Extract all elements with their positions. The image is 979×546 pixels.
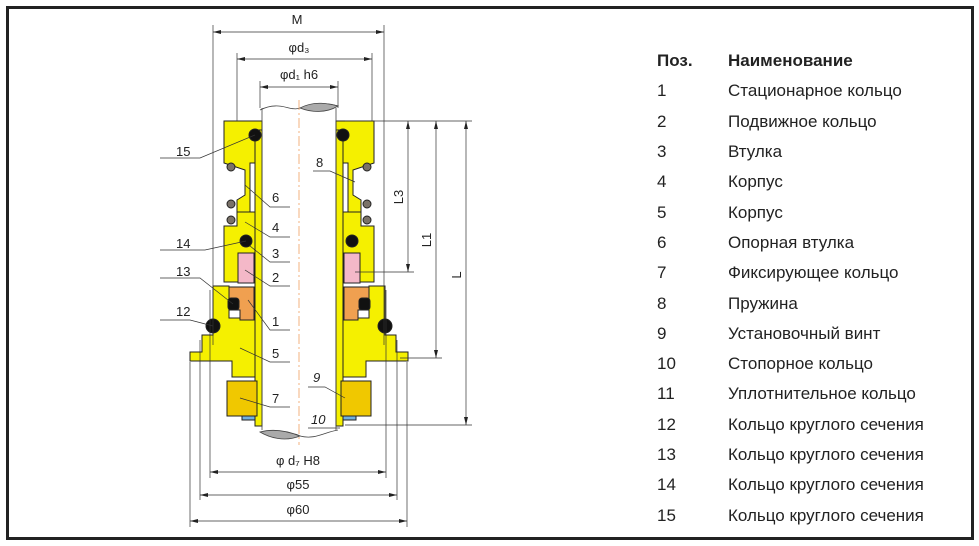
row-name: Корпус xyxy=(728,172,783,192)
row-name: Опорная втулка xyxy=(728,232,855,252)
table-row: 13 Кольцо круглого сечения xyxy=(657,440,924,470)
row-name: Установочный винт xyxy=(728,323,881,343)
row-pos: 5 xyxy=(657,202,667,222)
callout-9: 9 xyxy=(313,370,320,385)
table-row: 2 Подвижное кольцо xyxy=(657,107,924,137)
table-row: 9 Установочный винт xyxy=(657,319,924,349)
row-name: Кольцо круглого сечения xyxy=(728,475,924,495)
table-row: 11 Уплотнительное кольцо xyxy=(657,379,924,409)
row-name: Кольцо круглого сечения xyxy=(728,505,924,525)
table-body: 1 Стационарное кольцо 2 Подвижное кольцо 3 Вт… xyxy=(657,76,924,530)
row-name: Фиксирующее кольцо xyxy=(728,263,899,283)
callout-8: 8 xyxy=(316,155,323,170)
table-header: Поз. Наименование xyxy=(657,46,924,76)
table-row: 3 Втулка xyxy=(657,137,924,167)
callout-13: 13 xyxy=(176,264,190,279)
callout-2: 2 xyxy=(272,270,279,285)
row-pos: 13 xyxy=(657,445,676,464)
row-pos: 2 xyxy=(657,111,667,131)
row-pos: 11 xyxy=(657,384,675,404)
row-name: Пружина xyxy=(728,293,798,313)
dim-L1: L1 xyxy=(419,233,434,247)
row-pos: 1 xyxy=(657,81,667,101)
header-name: Наименование xyxy=(728,51,853,71)
row-pos: 14 xyxy=(657,475,676,495)
table-row: 6 Опорная втулка xyxy=(657,228,924,258)
row-name: Стопорное кольцо xyxy=(728,354,873,374)
row-pos: 7 xyxy=(657,263,667,283)
row-pos: 9 xyxy=(657,323,667,343)
dim-L: L xyxy=(449,271,464,278)
row-name: Подвижное кольцо xyxy=(728,111,877,131)
dimension-arrows xyxy=(190,30,468,523)
callout-1: 1 xyxy=(272,314,279,329)
dim-d55: φ55 xyxy=(287,477,310,492)
table-row: 15 Кольцо круглого сечения xyxy=(657,500,924,530)
row-pos: 10 xyxy=(657,354,676,374)
shaft xyxy=(258,102,340,440)
dim-M: M xyxy=(292,12,303,27)
table-row: 14 Кольцо круглого сечения xyxy=(657,470,924,500)
table-row: 10 Стопорное кольцо xyxy=(657,349,924,379)
callout-12: 12 xyxy=(176,304,190,319)
callout-7: 7 xyxy=(272,391,279,406)
table-row: 12 Кольцо круглого сечения xyxy=(657,410,924,440)
row-pos: 12 xyxy=(657,414,676,434)
callout-4: 4 xyxy=(272,220,279,235)
row-pos: 6 xyxy=(657,232,667,252)
dimension-lines xyxy=(160,25,472,527)
table-row: 1 Стационарное кольцо xyxy=(657,76,924,106)
row-pos: 8 xyxy=(657,293,667,313)
dim-d1: φd₁ h6 xyxy=(280,67,318,82)
callout-5: 5 xyxy=(272,346,279,361)
table-row: 8 Пружина xyxy=(657,288,924,318)
callout-10: 10 xyxy=(311,412,326,427)
frame-border xyxy=(6,6,974,540)
row-name: Кольцо круглого сечения xyxy=(728,445,924,464)
row-name: Корпус xyxy=(728,202,783,222)
table-row: 7 Фиксирующее кольцо xyxy=(657,258,924,288)
left-seal-half xyxy=(189,120,263,427)
callout-3: 3 xyxy=(272,246,279,261)
dim-d3: φd₃ xyxy=(289,40,310,55)
callout-15: 15 xyxy=(176,144,190,159)
row-name: Стационарное кольцо xyxy=(728,81,902,101)
header-pos: Поз. xyxy=(657,51,693,71)
row-pos: 3 xyxy=(657,142,667,162)
callout-6: 6 xyxy=(272,190,279,205)
row-name: Втулка xyxy=(728,142,783,162)
dim-d7: φ d₇ H8 xyxy=(276,453,320,468)
row-pos: 15 xyxy=(657,505,676,525)
table-row: 5 Корпус xyxy=(657,197,924,227)
dim-L3: L3 xyxy=(391,190,406,204)
row-name: Кольцо круглого сечения xyxy=(728,414,924,434)
callout-14: 14 xyxy=(176,236,190,251)
table-row: 4 Корпус xyxy=(657,167,924,197)
callouts: 15 14 13 12 6 4 3 2 1 5 7 8 9 10 xyxy=(176,144,326,427)
dim-d60: φ60 xyxy=(287,502,310,517)
row-name: Уплотнительное кольцо xyxy=(728,384,916,404)
row-pos: 4 xyxy=(657,172,667,192)
